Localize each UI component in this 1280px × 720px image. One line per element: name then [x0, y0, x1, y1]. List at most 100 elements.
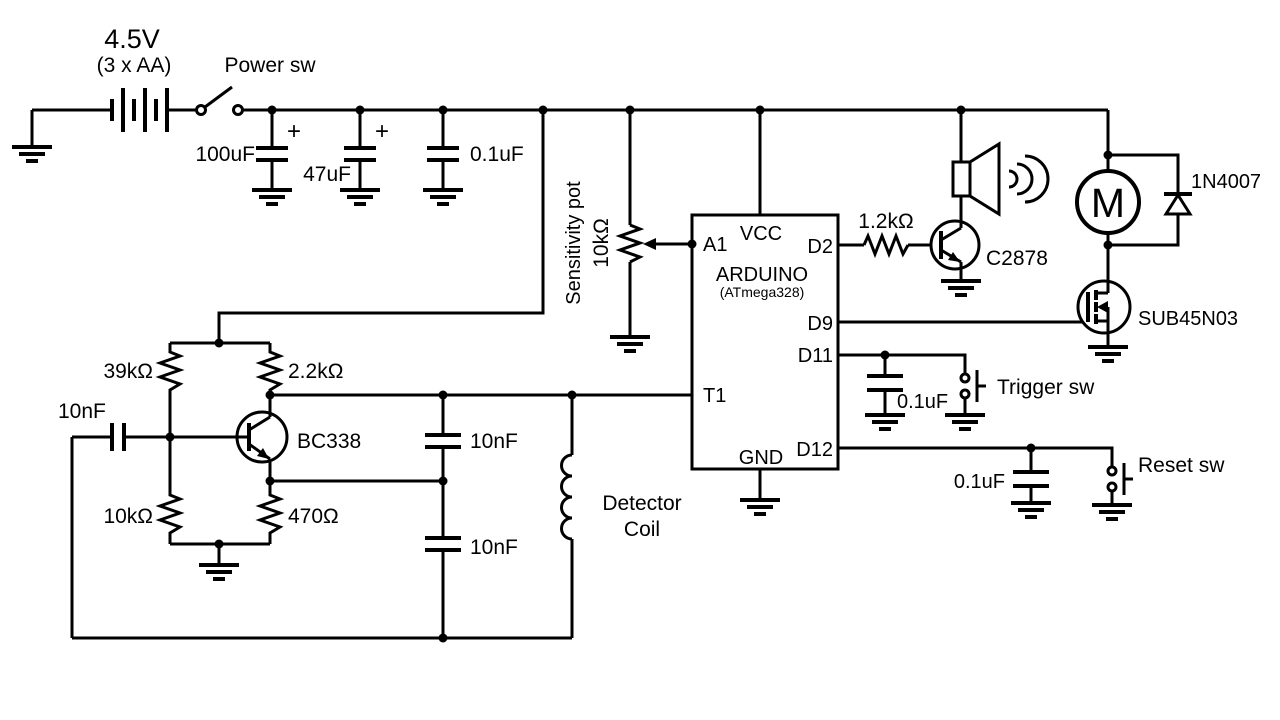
- pin-gnd-label: GND: [739, 447, 783, 469]
- reset-circuit: 0.1uF Reset sw: [838, 446, 1225, 521]
- ground-reset-switch-icon: [1092, 503, 1132, 521]
- feedback-cap-10nF: 10nF: [58, 400, 249, 451]
- resistor-39k-label: 39kΩ: [103, 360, 153, 383]
- speaker-soundwaves: [1008, 154, 1050, 204]
- cap-100uF-plates: [256, 146, 288, 162]
- battery-long-plates: [121, 88, 169, 132]
- junction-dot: [265, 476, 275, 486]
- pot-resistor-body: [615, 223, 645, 264]
- switch-blade: [204, 85, 233, 109]
- pot-name-label: Sensitivity pot: [563, 181, 585, 305]
- detector-coil-icon: [560, 395, 574, 638]
- c2878-emitter-arrow-icon: [948, 252, 960, 262]
- battery-symbol-icon: [110, 88, 169, 132]
- motor-stage: M 1N4007 SUB45N03: [838, 110, 1261, 363]
- resistor-2k2-body: [255, 343, 285, 395]
- reset-switch-bottom-pole: [1106, 481, 1118, 493]
- coil-label-line2: Coil: [624, 518, 660, 541]
- cap-47uF: + 47uF: [303, 110, 389, 206]
- resistor-2k2: 2.2kΩ: [255, 343, 343, 395]
- trigger-switch-label: Trigger sw: [997, 376, 1095, 399]
- switch-pole-right: [232, 104, 244, 116]
- buzzer-stage: 1.2kΩ C2878: [838, 110, 1050, 297]
- battery-voltage-label: 4.5V: [104, 24, 160, 54]
- battery-cells-label: (3 x AA): [97, 54, 172, 77]
- speaker-horn: [968, 141, 1001, 217]
- switch-pole-left: [195, 104, 207, 116]
- pot-wiper-arrow-icon: [643, 238, 656, 250]
- speaker-driver: [951, 160, 972, 198]
- oscillator-section: 39kΩ 2.2kΩ 10kΩ 470Ω BC338 10nF: [58, 110, 692, 640]
- resistor-470-label: 470Ω: [288, 505, 339, 528]
- junction-dot: [1103, 150, 1113, 160]
- d12-wire: [838, 446, 1114, 467]
- junction-dot: [538, 105, 548, 115]
- trigger-switch-icon: [945, 370, 986, 431]
- cap-47uF-polarity: +: [375, 118, 389, 145]
- cap-0.1uF-label: 0.1uF: [470, 143, 524, 166]
- c2878-label: C2878: [986, 247, 1048, 270]
- resistor-10k: 10kΩ: [103, 437, 185, 544]
- junction-dot: [438, 476, 448, 486]
- npn-transistor-bc338-icon: [235, 395, 289, 481]
- arduino-box: [690, 213, 840, 471]
- pin-vcc-label: VCC: [740, 223, 782, 245]
- junction-dot: [438, 633, 448, 643]
- osc-supply-wire: [217, 110, 545, 343]
- arduino-module: A1 VCC D2 D9 D11 T1 D12 GND ARDUINO (ATm…: [690, 110, 840, 516]
- cap-100uF-label: 100uF: [195, 143, 255, 166]
- tank-cap-bottom-10nF: 10nF: [425, 536, 518, 638]
- ground-cap-0.1uF-icon: [423, 188, 463, 206]
- junction-dot: [267, 105, 277, 115]
- d11-wire: [838, 353, 967, 374]
- ground-osc-icon: [199, 563, 239, 581]
- ground-pot-icon: [610, 335, 650, 353]
- junction-dot: [567, 390, 577, 400]
- junction-dot: [956, 105, 966, 115]
- resistor-470-body: [255, 481, 285, 544]
- pin-a1-label: A1: [703, 234, 727, 256]
- reset-switch-icon: [1092, 463, 1133, 521]
- ground-c2878-icon: [941, 279, 981, 297]
- pin-d11-label: D11: [798, 345, 833, 367]
- ground-trigger-switch-icon: [945, 413, 985, 431]
- pot-value-label: 10kΩ: [590, 218, 613, 268]
- diode-label: 1N4007: [1191, 171, 1261, 193]
- reset-cap-label: 0.1uF: [954, 471, 1005, 493]
- resistor-1k2-label: 1.2kΩ: [858, 210, 913, 233]
- tank-cap-top-10nF: 10nF: [425, 395, 518, 536]
- sensitivity-pot: Sensitivity pot 10kΩ: [563, 110, 692, 353]
- c2878-body: [929, 219, 981, 271]
- cap-100uF-polarity: +: [287, 118, 301, 145]
- arduino-name-label: ARDUINO: [716, 264, 808, 286]
- tank-cap-bottom-label: 10nF: [470, 536, 518, 559]
- resistor-1k2-body: [862, 231, 910, 259]
- ground-mosfet-icon: [1088, 345, 1128, 363]
- reset-cap-plates: [1013, 470, 1049, 488]
- ground-cap-100uF-icon: [252, 188, 292, 206]
- junction-dot: [165, 432, 175, 442]
- junction-dot: [214, 338, 224, 348]
- mosfet-label: SUB45N03: [1138, 308, 1238, 330]
- speaker-icon: [951, 110, 1050, 217]
- diode-triangle: [1163, 192, 1193, 216]
- reset-switch-label: Reset sw: [1138, 454, 1225, 477]
- pin-d2-label: D2: [807, 236, 833, 258]
- reset-switch-actuator: [1122, 463, 1133, 495]
- junction-dot: [880, 350, 890, 360]
- flyback-diode-icon: [1108, 153, 1193, 247]
- trigger-cap-plates: [867, 374, 903, 392]
- c2878-collector: [940, 196, 963, 242]
- mosfet-arrow-icon: [1097, 301, 1108, 313]
- bc338-label: BC338: [297, 430, 361, 453]
- pin-d12-label: D12: [796, 439, 833, 461]
- junction-dot: [214, 539, 224, 549]
- pin-t1-label: T1: [703, 385, 726, 407]
- mosfet-icon: [838, 245, 1132, 363]
- resistor-39k-body: [155, 343, 185, 437]
- junction-dot: [625, 105, 635, 115]
- resistor-2k2-label: 2.2kΩ: [288, 360, 343, 383]
- junction-dot: [438, 105, 448, 115]
- reset-cap: 0.1uF: [954, 448, 1051, 519]
